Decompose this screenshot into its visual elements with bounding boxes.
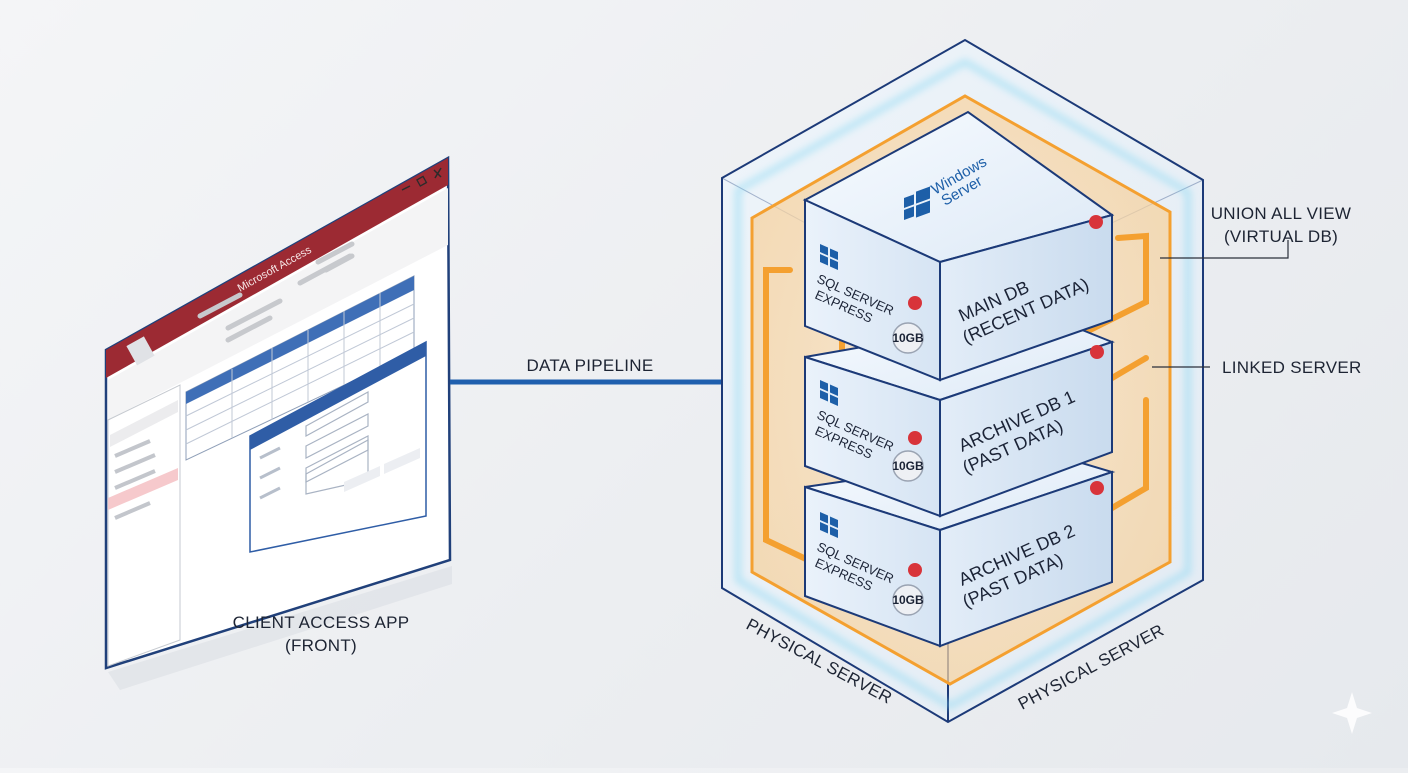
linked-server-callout: LINKED SERVER (1152, 358, 1362, 377)
form-dialog[interactable] (249, 340, 427, 553)
form-button-cancel[interactable] (384, 448, 420, 474)
windows-logo-icon (820, 380, 838, 407)
linked-server-label: LINKED SERVER (1222, 358, 1362, 377)
pipeline-label: DATA PIPELINE (526, 356, 653, 375)
ribbon-controls (197, 241, 355, 343)
status-dot-main (908, 296, 922, 310)
windows-logo-icon (820, 512, 838, 539)
status-dot-main-top (1089, 215, 1103, 229)
capacity-badge-main (892, 322, 924, 354)
union-all-view-callout: UNION ALL VIEW (VIRTUAL DB) (1160, 204, 1352, 259)
data-pipeline: DATA PIPELINE (450, 356, 722, 385)
navigation-item-selected[interactable] (108, 468, 178, 510)
form-labels (259, 446, 281, 500)
client-label-line2: (FRONT) (285, 636, 357, 655)
physical-server: Windows Server SQL SERVER EXPRESS 10GB M… (721, 38, 1362, 724)
minimize-icon[interactable] (401, 185, 411, 191)
access-title-bar[interactable] (106, 158, 448, 378)
form-fields[interactable] (305, 390, 369, 495)
windows-logo-icon (904, 186, 930, 220)
ribbon-view-icon[interactable] (126, 336, 155, 366)
status-dot-archive-1 (908, 431, 922, 445)
windows-logo-icon (820, 244, 838, 271)
sparkle-icon (1332, 692, 1372, 734)
maximize-icon[interactable] (416, 175, 428, 187)
svg-text:10GB: 10GB (892, 593, 924, 607)
navigation-pane (107, 384, 181, 667)
form-button-ok[interactable] (344, 466, 380, 492)
union-label-line1: UNION ALL VIEW (1211, 204, 1352, 223)
capacity-badge-archive-1 (892, 450, 924, 482)
svg-text:10GB: 10GB (892, 331, 924, 345)
client-label-line1: CLIENT ACCESS APP (233, 613, 410, 632)
status-dot-archive-2 (908, 563, 922, 577)
union-label-line2: (VIRTUAL DB) (1224, 227, 1338, 246)
close-icon[interactable] (433, 167, 442, 179)
client-access-app: Microsoft Access (104, 155, 452, 690)
navigation-items[interactable] (108, 439, 178, 520)
svg-text:10GB: 10GB (892, 459, 924, 473)
status-dot-archive-1-top (1090, 345, 1104, 359)
status-dot-archive-2-top (1090, 481, 1104, 495)
capacity-badge-archive-2 (892, 584, 924, 616)
